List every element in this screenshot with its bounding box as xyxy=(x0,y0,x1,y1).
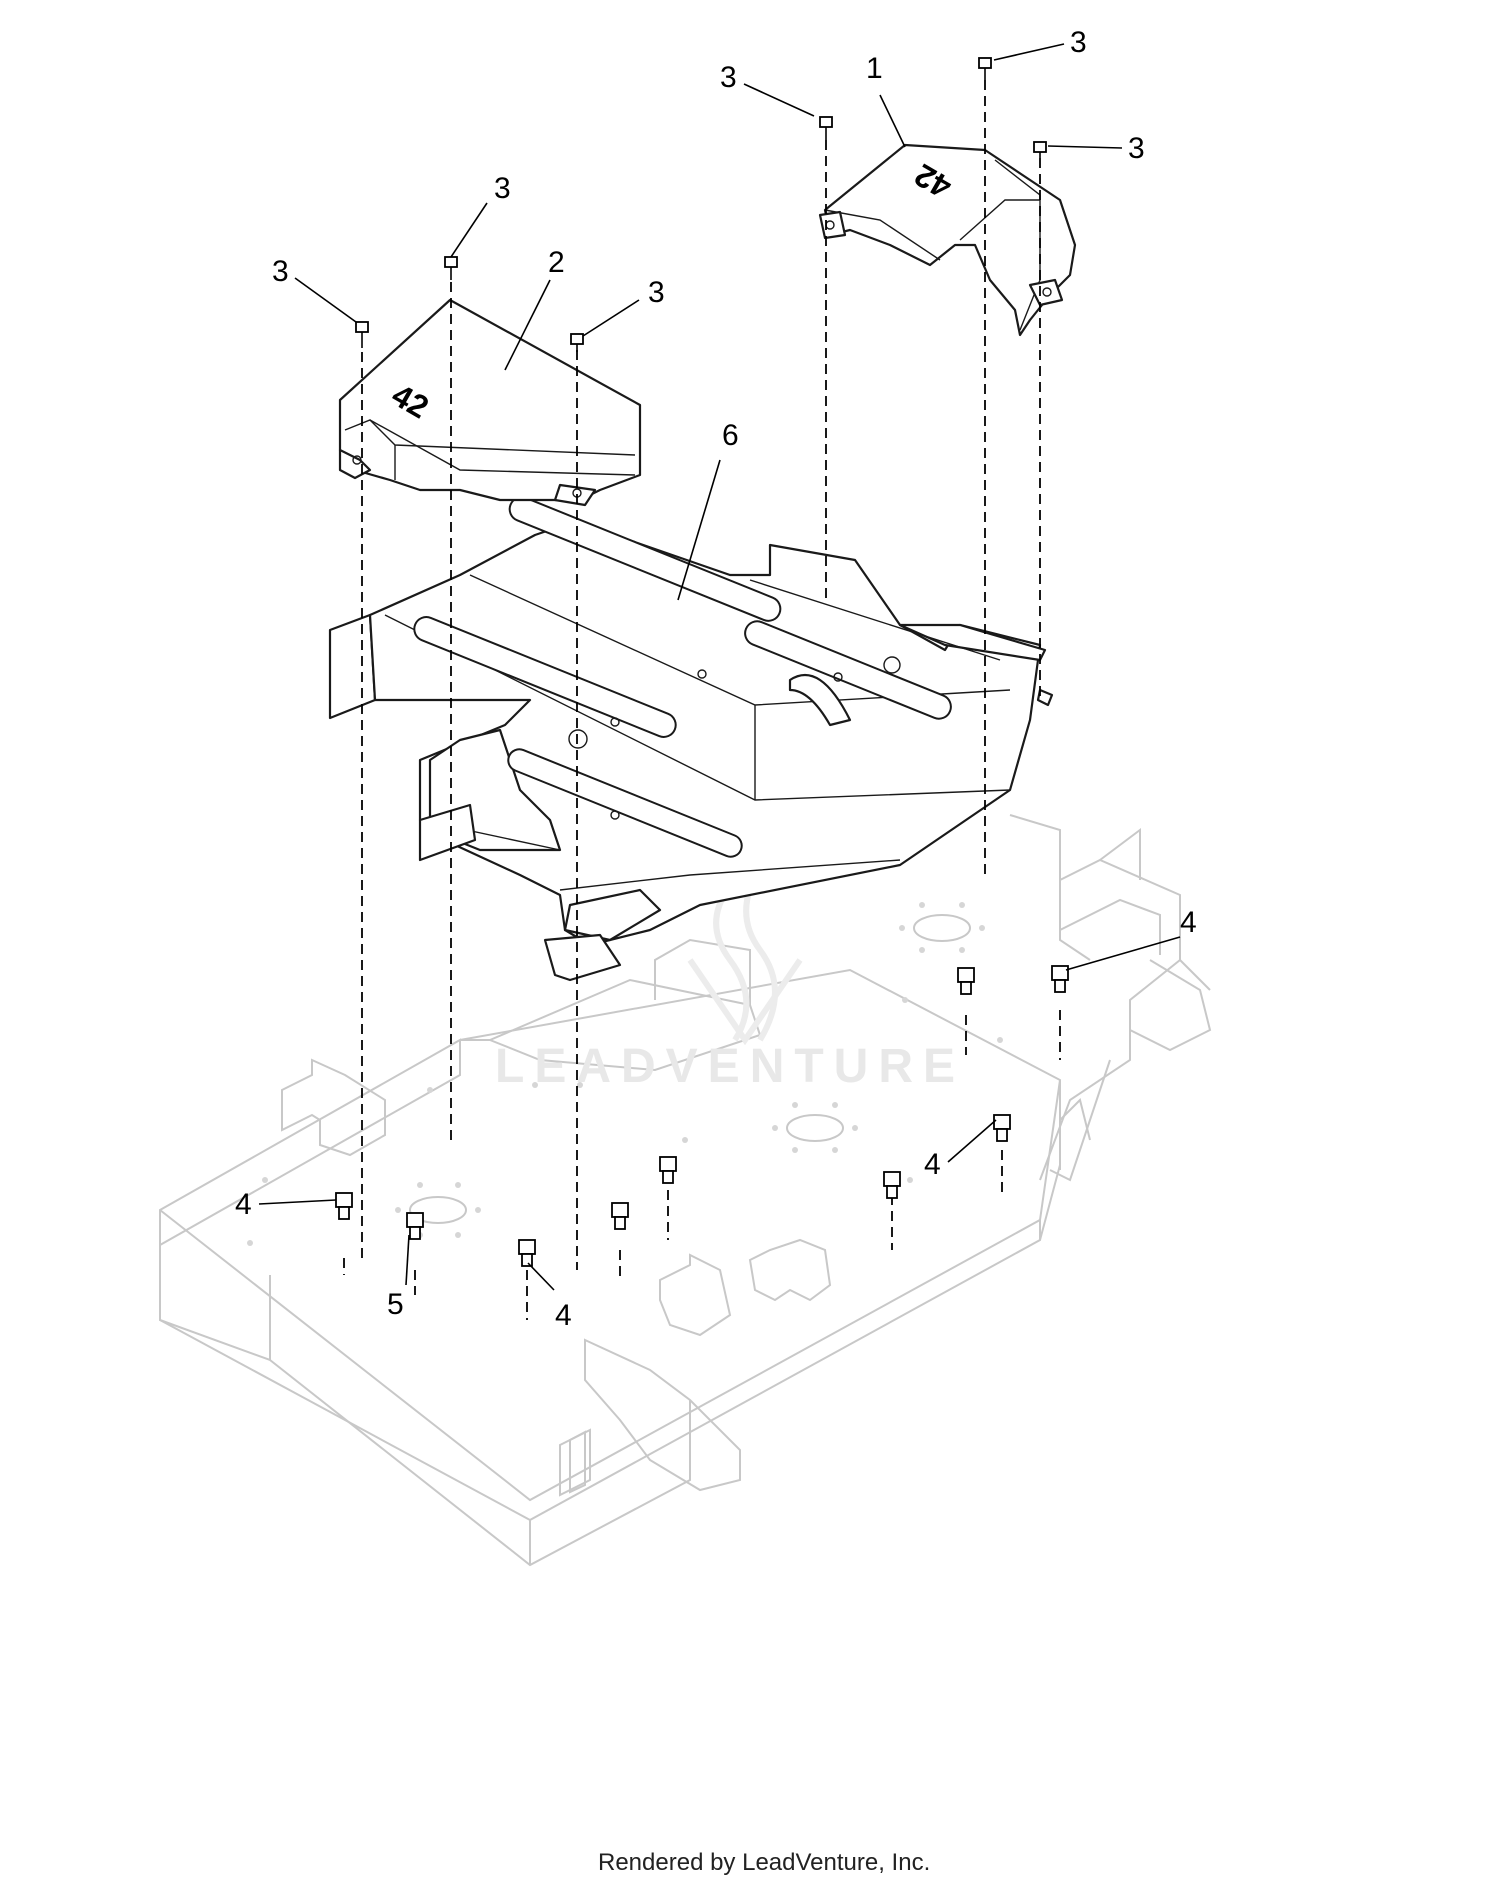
callout-2: 2 xyxy=(548,246,565,279)
mower-deck xyxy=(159,814,1212,1567)
nut-icon xyxy=(957,967,975,995)
part-1-right-cover: 42 xyxy=(818,143,1077,337)
callout-4: 4 xyxy=(1180,906,1197,939)
callout-4: 4 xyxy=(924,1148,941,1181)
callout-3: 3 xyxy=(720,61,737,94)
callout-6: 6 xyxy=(722,419,739,452)
part-2-left-cover: 42 xyxy=(338,298,642,507)
callout-3: 3 xyxy=(272,255,289,288)
screw-icon xyxy=(978,57,992,80)
nut-icon xyxy=(1051,965,1069,993)
nut-icon xyxy=(518,1239,536,1267)
callout-3: 3 xyxy=(1128,132,1145,165)
nut-icon xyxy=(335,1192,353,1220)
nut-icon xyxy=(406,1212,424,1240)
screw-icon xyxy=(819,116,833,140)
screw-icon xyxy=(570,333,584,352)
watermark-text: LEADVENTURE xyxy=(495,1040,965,1093)
callout-3: 3 xyxy=(494,172,511,205)
screw-icon xyxy=(444,256,458,280)
leader-lines xyxy=(258,43,1181,1291)
callout-3: 3 xyxy=(1070,26,1087,59)
part-6-floor-pan xyxy=(328,496,1054,982)
callout-1: 1 xyxy=(866,52,883,85)
nut-icon xyxy=(993,1114,1011,1142)
callout-4: 4 xyxy=(235,1188,252,1221)
callout-4: 4 xyxy=(555,1299,572,1332)
callout-3: 3 xyxy=(648,276,665,309)
screw-icon xyxy=(1033,141,1047,158)
assembly-lines xyxy=(343,80,1061,1320)
render-credit: Rendered by LeadVenture, Inc. xyxy=(598,1849,930,1876)
nut-icon xyxy=(659,1156,677,1184)
callouts: 1 2 3 3 3 3 3 3 4 4 4 4 5 6 xyxy=(235,26,1197,1332)
callout-5: 5 xyxy=(387,1288,404,1321)
nut-icon xyxy=(883,1171,901,1199)
nut-icon xyxy=(611,1202,629,1230)
screw-icon xyxy=(355,321,369,348)
